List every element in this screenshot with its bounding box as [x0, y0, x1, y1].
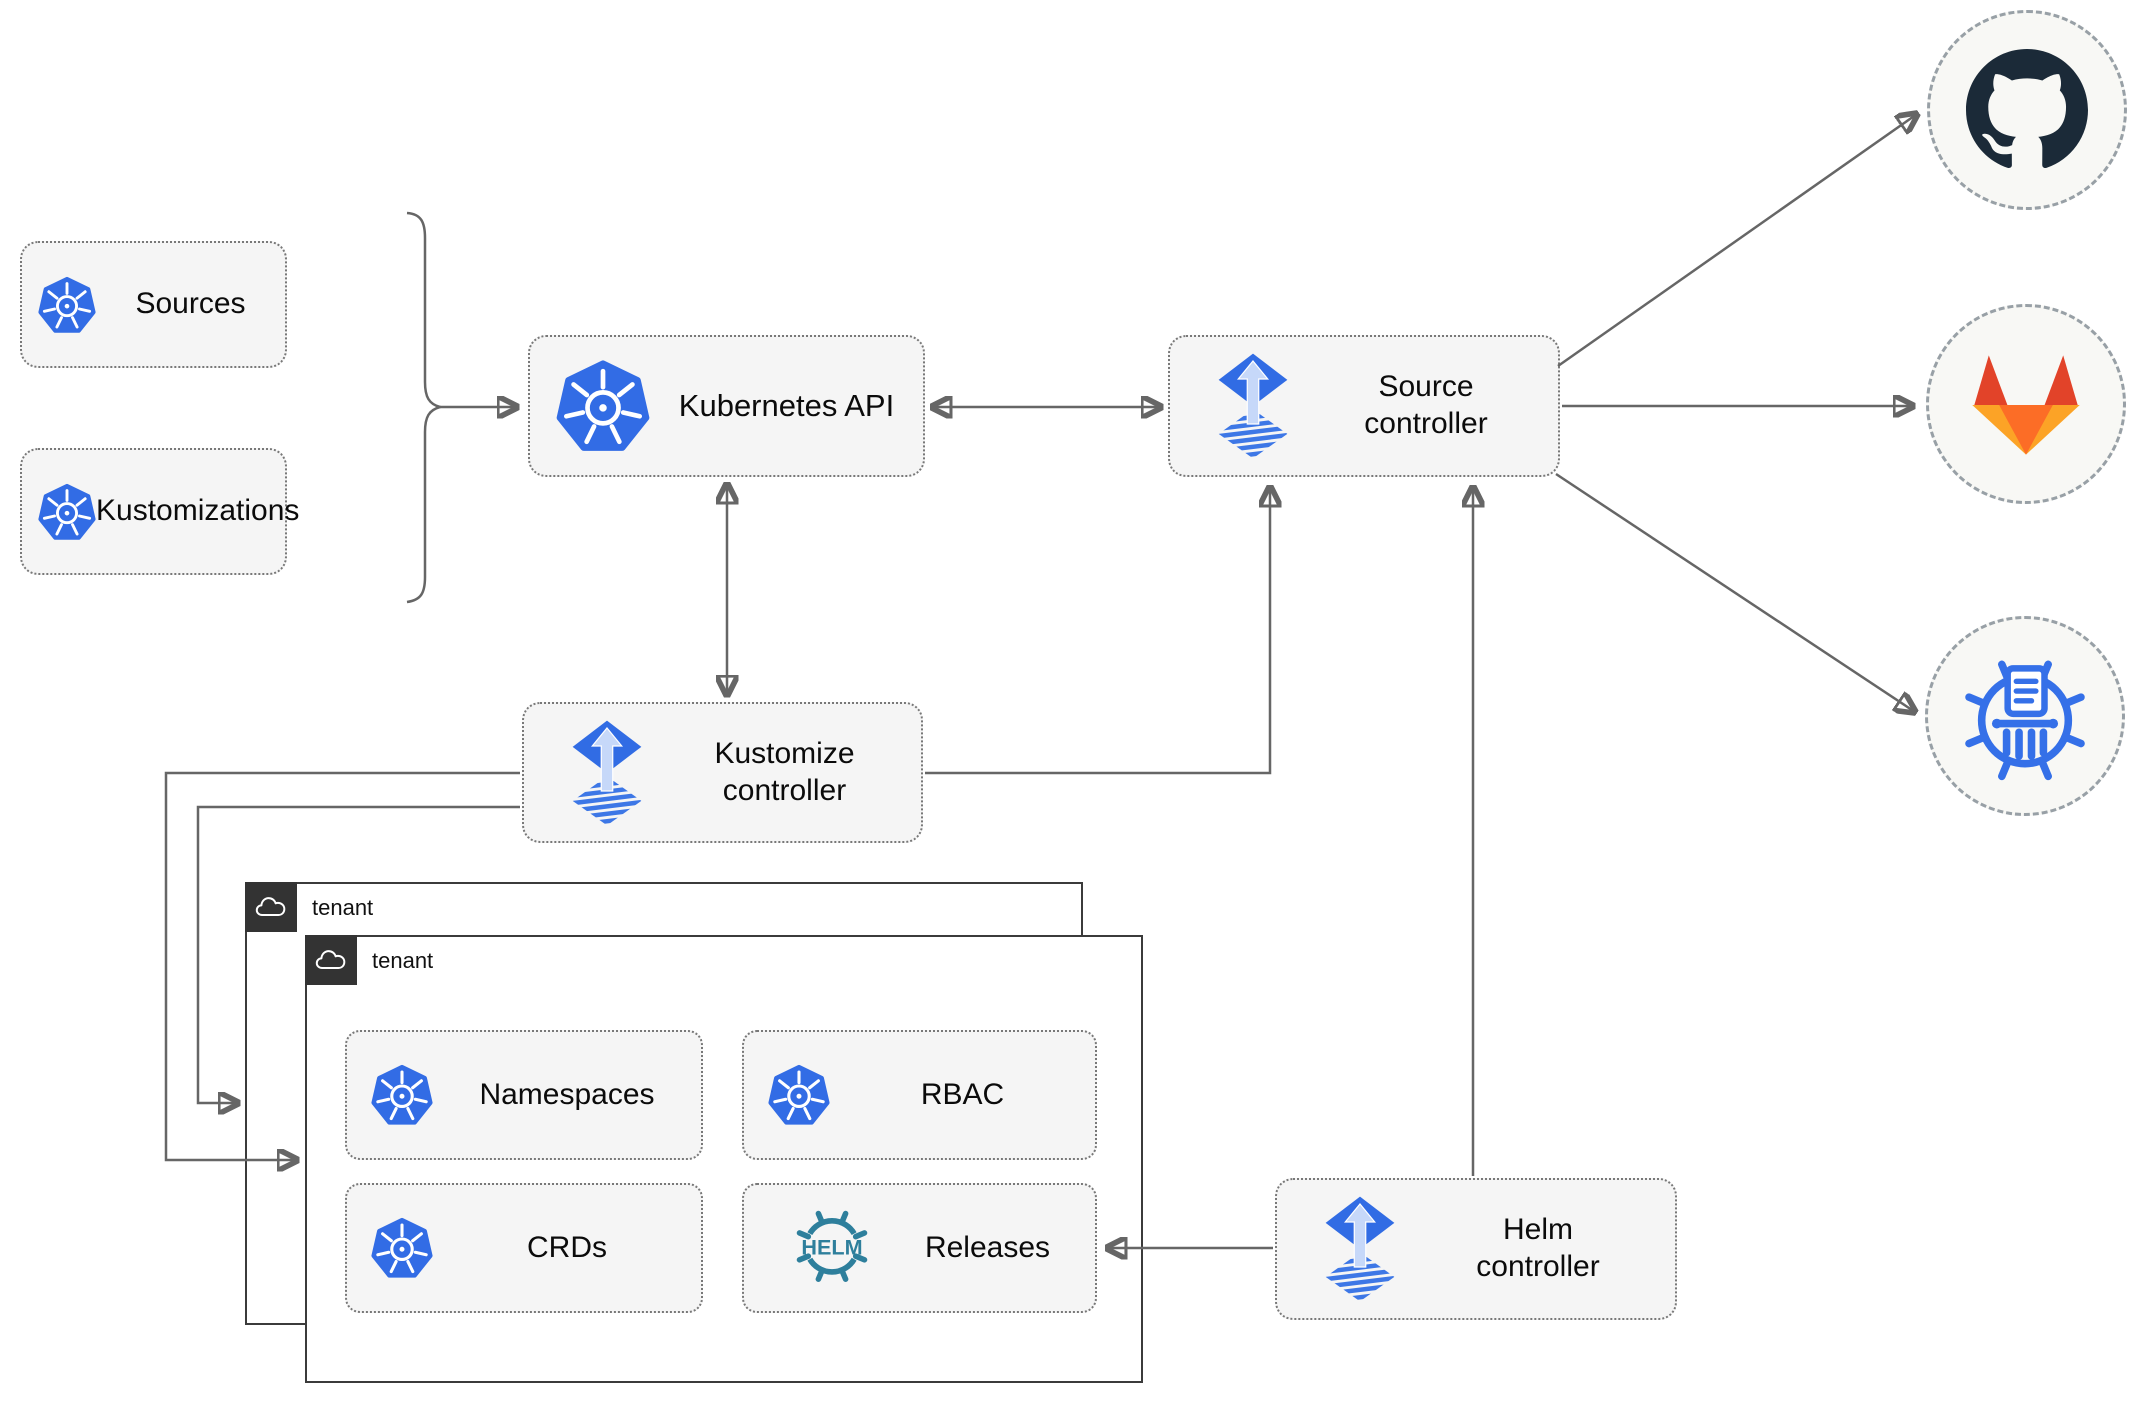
- github-octocat-icon: [1966, 49, 2088, 171]
- node-source-controller: Source controller: [1168, 335, 1560, 477]
- tenant-back-label: tenant: [312, 895, 374, 920]
- cloud-icon: [255, 895, 287, 919]
- label-line1: Source: [1378, 370, 1474, 404]
- edge-source-controller-to-github: [1557, 114, 1917, 368]
- node-kustomizations: Kustomizations: [20, 448, 299, 575]
- node-helm-controller-label: Helm controller: [1401, 1212, 1675, 1285]
- node-namespaces-label: Namespaces: [479, 1077, 655, 1111]
- node-releases-label: Releases: [924, 1230, 1051, 1264]
- brace-sources-group: [406, 211, 445, 604]
- kubernetes-icon: [371, 1064, 433, 1126]
- node-crds-label: CRDs: [527, 1230, 607, 1264]
- kubernetes-icon: [556, 359, 650, 453]
- tenant-front-label: tenant: [372, 948, 434, 973]
- flux-icon: [1319, 1195, 1401, 1303]
- cloud-icon: [315, 948, 347, 972]
- repo-gitlab: [1926, 304, 2126, 504]
- node-rbac: RBAC: [742, 1030, 1097, 1160]
- helm-wordmark: HELM: [801, 1234, 862, 1259]
- node-releases: HELM Releases: [742, 1183, 1097, 1313]
- cloud-badge: [245, 882, 297, 932]
- node-kustomizations-label: Kustomizations: [96, 494, 300, 528]
- kubernetes-icon: [38, 483, 96, 541]
- flux-icon: [566, 719, 648, 827]
- edge-source-controller-to-chart-museum: [1555, 472, 1915, 712]
- label-line1: Helm: [1502, 1213, 1573, 1247]
- node-rbac-label: RBAC: [920, 1077, 1005, 1111]
- kubernetes-icon: [768, 1064, 830, 1126]
- node-kubernetes-api-label: Kubernetes API: [678, 388, 895, 424]
- kubernetes-icon: [371, 1217, 433, 1279]
- edge-kustomize-controller-to-source-controller: [925, 487, 1270, 775]
- node-kustomize-controller: Kustomize controller: [522, 702, 923, 843]
- kubernetes-icon: [38, 276, 96, 334]
- node-sources: Sources: [20, 241, 287, 368]
- label-line2: controller: [1364, 407, 1488, 440]
- node-kubernetes-api: Kubernetes API: [528, 335, 925, 477]
- node-crds: CRDs: [345, 1183, 703, 1313]
- flux-icon: [1212, 352, 1294, 460]
- label-line2: controller: [1476, 1250, 1600, 1283]
- node-namespaces: Namespaces: [345, 1030, 703, 1160]
- label-line1: Kustomize: [714, 736, 855, 770]
- helm-icon: HELM: [796, 1210, 868, 1282]
- label-line2: controller: [722, 773, 847, 807]
- gitlab-fox-icon: [1964, 347, 2088, 461]
- repo-github: [1927, 10, 2127, 210]
- chart-museum-wheel-icon: [1960, 651, 2090, 781]
- node-sources-label: Sources: [135, 287, 246, 321]
- node-kustomize-controller-label: Kustomize controller: [648, 736, 921, 809]
- cloud-badge: [305, 935, 357, 985]
- node-source-controller-label: Source controller: [1294, 369, 1558, 442]
- repo-chart-museum: [1925, 616, 2125, 816]
- node-helm-controller: Helm controller: [1275, 1178, 1677, 1320]
